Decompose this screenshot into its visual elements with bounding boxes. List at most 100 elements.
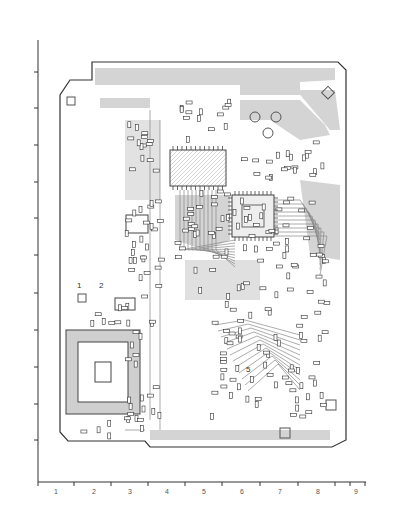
smd-part bbox=[239, 336, 242, 342]
ic-top bbox=[170, 150, 226, 186]
smd-part bbox=[146, 244, 149, 250]
smd-part bbox=[275, 228, 278, 234]
smd-part bbox=[210, 414, 213, 420]
ruler-tick bbox=[34, 367, 38, 368]
smd-part bbox=[255, 401, 258, 407]
smd-part bbox=[310, 174, 316, 177]
pin bbox=[274, 210, 278, 211]
smd-part bbox=[129, 268, 135, 271]
pin bbox=[177, 186, 178, 190]
smd-part bbox=[122, 307, 128, 310]
smd-part bbox=[196, 230, 199, 236]
smd-part bbox=[179, 247, 185, 250]
smd-part bbox=[241, 158, 247, 161]
smd-part bbox=[286, 246, 289, 252]
pin bbox=[263, 237, 264, 241]
smd-part bbox=[309, 376, 315, 379]
smd-part bbox=[237, 285, 240, 291]
smd-part bbox=[276, 152, 279, 158]
smd-part bbox=[284, 201, 290, 204]
smd-part bbox=[138, 418, 144, 421]
smd-part bbox=[291, 264, 297, 267]
ruler-tick bbox=[111, 482, 112, 486]
smd-part bbox=[109, 321, 115, 324]
pin bbox=[274, 202, 278, 203]
smd-part bbox=[324, 302, 330, 305]
smd-part bbox=[188, 212, 194, 215]
pin bbox=[218, 146, 219, 150]
smd-part bbox=[150, 223, 153, 229]
ruler-tick bbox=[148, 482, 149, 486]
smd-part bbox=[267, 247, 273, 250]
pin bbox=[239, 191, 240, 195]
smd-part bbox=[310, 254, 316, 257]
smd-part bbox=[296, 405, 299, 411]
smd-part bbox=[316, 253, 322, 256]
smd-part bbox=[153, 169, 159, 172]
pin bbox=[209, 146, 210, 150]
pin bbox=[239, 237, 240, 241]
smd-part bbox=[224, 123, 227, 129]
ruler-number: 9 bbox=[354, 488, 358, 495]
pin bbox=[195, 186, 196, 190]
traces bbox=[125, 110, 327, 430]
ruler-number: 2 bbox=[92, 488, 96, 495]
pin bbox=[274, 198, 278, 199]
trace bbox=[274, 228, 321, 265]
smd-part bbox=[254, 172, 260, 175]
smd-part bbox=[302, 155, 305, 161]
pin bbox=[228, 206, 232, 207]
trace bbox=[274, 224, 320, 260]
smd-part bbox=[118, 305, 121, 311]
trace bbox=[274, 216, 320, 250]
pin bbox=[191, 146, 192, 150]
smd-part bbox=[277, 265, 283, 268]
smd-part bbox=[287, 288, 293, 291]
ruler-tick bbox=[34, 72, 38, 73]
smd-part bbox=[230, 378, 236, 381]
smd-part bbox=[281, 168, 287, 171]
ruler-tick bbox=[34, 145, 38, 146]
pin bbox=[222, 146, 223, 150]
smd-part bbox=[286, 382, 292, 385]
pin bbox=[271, 237, 272, 241]
trace bbox=[212, 190, 235, 264]
smd-part bbox=[290, 389, 296, 392]
smd-part bbox=[266, 160, 272, 163]
smd-part bbox=[140, 256, 146, 259]
pin bbox=[191, 186, 192, 190]
smd-part bbox=[246, 396, 249, 402]
smd-part bbox=[187, 137, 190, 143]
smd-part bbox=[293, 167, 296, 173]
smd-part bbox=[221, 357, 227, 360]
smd-part bbox=[309, 201, 315, 204]
smd-part bbox=[230, 308, 236, 311]
pin bbox=[222, 186, 223, 190]
smd-part bbox=[144, 221, 150, 224]
smd-part bbox=[323, 260, 329, 263]
smd-part bbox=[108, 433, 111, 439]
smd-part bbox=[199, 288, 202, 294]
smd-part bbox=[229, 392, 232, 398]
smd-part bbox=[186, 111, 192, 114]
smd-part bbox=[224, 329, 230, 332]
smd-part bbox=[307, 227, 313, 230]
smd-part bbox=[128, 397, 131, 403]
smd-part bbox=[153, 386, 159, 389]
smd-part bbox=[216, 227, 222, 230]
smd-part bbox=[264, 351, 270, 354]
smd-part bbox=[225, 104, 231, 107]
smd-part bbox=[140, 236, 143, 242]
pin bbox=[228, 210, 232, 211]
smd-part bbox=[125, 231, 128, 237]
ruler-tick bbox=[260, 482, 261, 486]
pin bbox=[228, 214, 232, 215]
smd-part bbox=[275, 292, 278, 298]
smd-part bbox=[131, 250, 134, 256]
smd-part bbox=[175, 242, 181, 245]
smd-part bbox=[238, 319, 244, 322]
pin bbox=[182, 186, 183, 190]
smd-part bbox=[186, 101, 192, 104]
ic-pins bbox=[173, 146, 278, 241]
